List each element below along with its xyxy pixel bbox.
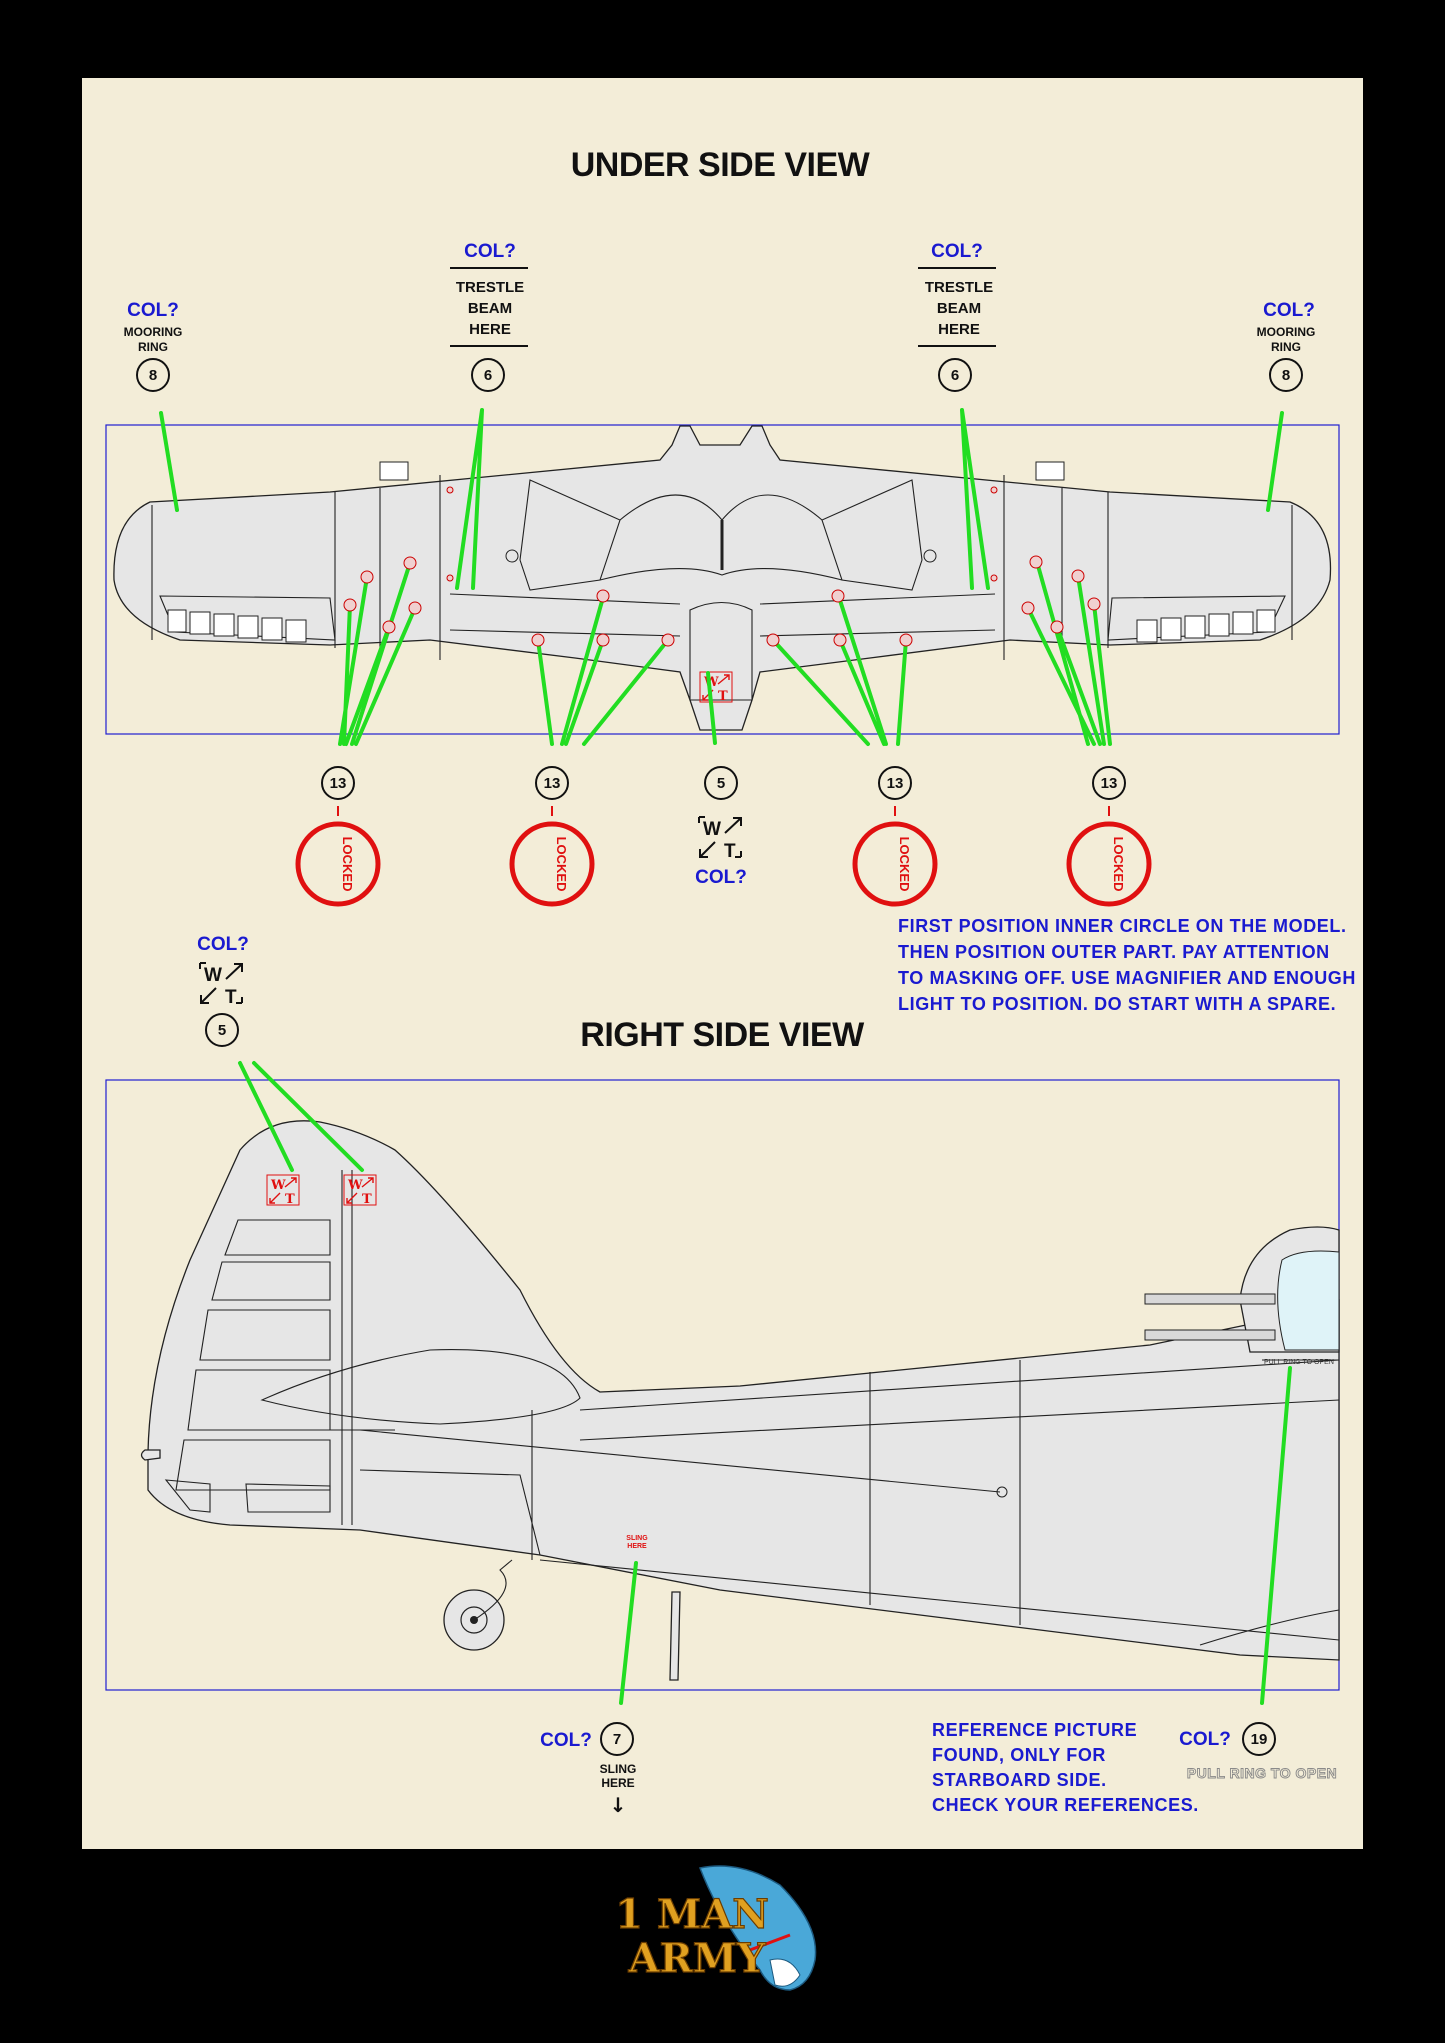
wt-mark-icon <box>696 814 746 863</box>
col-query: COL? <box>695 867 747 888</box>
sling-label: SLING <box>600 1762 637 1776</box>
decal-number: 5 <box>218 1022 226 1039</box>
locked-decal-4: 13 LOCKED <box>1066 766 1152 907</box>
locked-ring <box>509 821 595 907</box>
note-line: STARBOARD SIDE. <box>932 1770 1107 1790</box>
sling-mini-label: SLING <box>626 1535 648 1542</box>
locked-label: LOCKED <box>340 837 355 892</box>
trestle-label: TRESTLE <box>925 279 993 296</box>
masking-note: FIRST POSITION INNER CIRCLE ON THE MODEL… <box>898 916 1356 1014</box>
col-query: COL? <box>464 241 516 262</box>
locked-label: LOCKED <box>897 837 912 892</box>
decal-number: 13 <box>887 775 904 792</box>
logo-text: 1 MAN <box>615 1891 769 1938</box>
number-circle <box>704 766 738 800</box>
underside-title: UNDER SIDE VIEW <box>571 146 871 184</box>
rightside-aircraft: PULL RING TO OPEN SLING HERE <box>140 1120 1340 1681</box>
rightside-wt-callout: COL? 5 <box>197 934 249 1047</box>
underside-callouts-top: COL? MOORING RING 8 COL? TRESTLE BEAM HE… <box>124 241 1316 392</box>
number-circle <box>1242 1722 1276 1756</box>
col-query: COL? <box>197 934 249 955</box>
locked-decal-2: 13 LOCKED <box>509 766 595 907</box>
sling-label: HERE <box>601 1776 634 1790</box>
note-line: THEN POSITION OUTER PART. PAY ATTENTION <box>898 942 1330 962</box>
underside-locator-dots <box>343 486 1101 647</box>
pull-ring-label: PULL RING TO OPEN <box>1187 1765 1337 1781</box>
number-circle <box>600 1722 634 1756</box>
locked-ring <box>852 821 938 907</box>
brand-logo: 1 MAN ARMY <box>615 1865 817 1991</box>
rightside-leaders <box>238 1061 1292 1705</box>
locked-decal-3: 13 LOCKED <box>852 766 938 907</box>
note-line: REFERENCE PICTURE <box>932 1720 1137 1740</box>
note-line: TO MASKING OFF. USE MAGNIFIER AND ENOUGH <box>898 968 1356 988</box>
decal-number: 8 <box>149 367 157 384</box>
underside-frame <box>105 424 1340 735</box>
locked-decals: 13 LOCKED 13 LOCKED 13 LOCKED <box>295 766 1152 907</box>
trestle-label: HERE <box>469 321 511 338</box>
number-circle <box>1269 358 1303 392</box>
decal-number: 13 <box>1101 775 1118 792</box>
decal-number: 6 <box>951 367 959 384</box>
decal-number: 19 <box>1251 1731 1268 1748</box>
col-query: COL? <box>1263 300 1315 321</box>
col-query: COL? <box>127 300 179 321</box>
trestle-label: HERE <box>938 321 980 338</box>
sling-callout: COL? 7 SLING HERE ↓ <box>540 1722 637 1817</box>
locked-ring <box>295 821 381 907</box>
pull-ring-mini-label: PULL RING TO OPEN <box>1264 1359 1334 1366</box>
decal-number: 5 <box>717 775 725 792</box>
trestle-label: TRESTLE <box>456 279 524 296</box>
mooring-label: RING <box>1271 340 1301 354</box>
trestle-label: BEAM <box>937 300 981 317</box>
number-circle <box>938 358 972 392</box>
underside-leaders <box>159 408 1284 746</box>
down-arrow-icon: ↓ <box>610 1793 627 1817</box>
mooring-label: RING <box>138 340 168 354</box>
underside-wt-callout: 5 COL? <box>695 766 747 888</box>
note-line: FIRST POSITION INNER CIRCLE ON THE MODEL… <box>898 916 1347 936</box>
pull-ring-callout: COL? 19 PULL RING TO OPEN <box>1179 1722 1337 1781</box>
number-circle <box>471 358 505 392</box>
number-circle <box>136 358 170 392</box>
note-line: LIGHT TO POSITION. DO START WITH A SPARE… <box>898 994 1336 1014</box>
col-query: COL? <box>1179 1729 1231 1750</box>
col-query: COL? <box>931 241 983 262</box>
locked-decal-1: 13 LOCKED <box>295 766 381 907</box>
sling-mini-label: HERE <box>627 1543 647 1550</box>
decal-number: 13 <box>330 775 347 792</box>
trestle-label: BEAM <box>468 300 512 317</box>
rightside-title: RIGHT SIDE VIEW <box>580 1016 865 1054</box>
locked-ring <box>1066 821 1152 907</box>
note-line: CHECK YOUR REFERENCES. <box>932 1795 1199 1815</box>
locked-label: LOCKED <box>554 837 569 892</box>
wt-mark-icon <box>197 960 247 1009</box>
decal-number: 6 <box>484 367 492 384</box>
locked-label: LOCKED <box>1111 837 1126 892</box>
decal-number: 13 <box>544 775 561 792</box>
logo-text: ARMY <box>627 1935 766 1982</box>
decal-number: 7 <box>613 1731 621 1748</box>
reference-note: REFERENCE PICTURE FOUND, ONLY FOR STARBO… <box>932 1720 1199 1815</box>
mooring-label: MOORING <box>1257 325 1316 339</box>
number-circle <box>205 1013 239 1047</box>
decal-number: 8 <box>1282 367 1290 384</box>
underside-aircraft <box>113 425 1332 731</box>
col-query: COL? <box>540 1730 592 1751</box>
note-line: FOUND, ONLY FOR <box>932 1745 1106 1765</box>
mooring-label: MOORING <box>124 325 183 339</box>
